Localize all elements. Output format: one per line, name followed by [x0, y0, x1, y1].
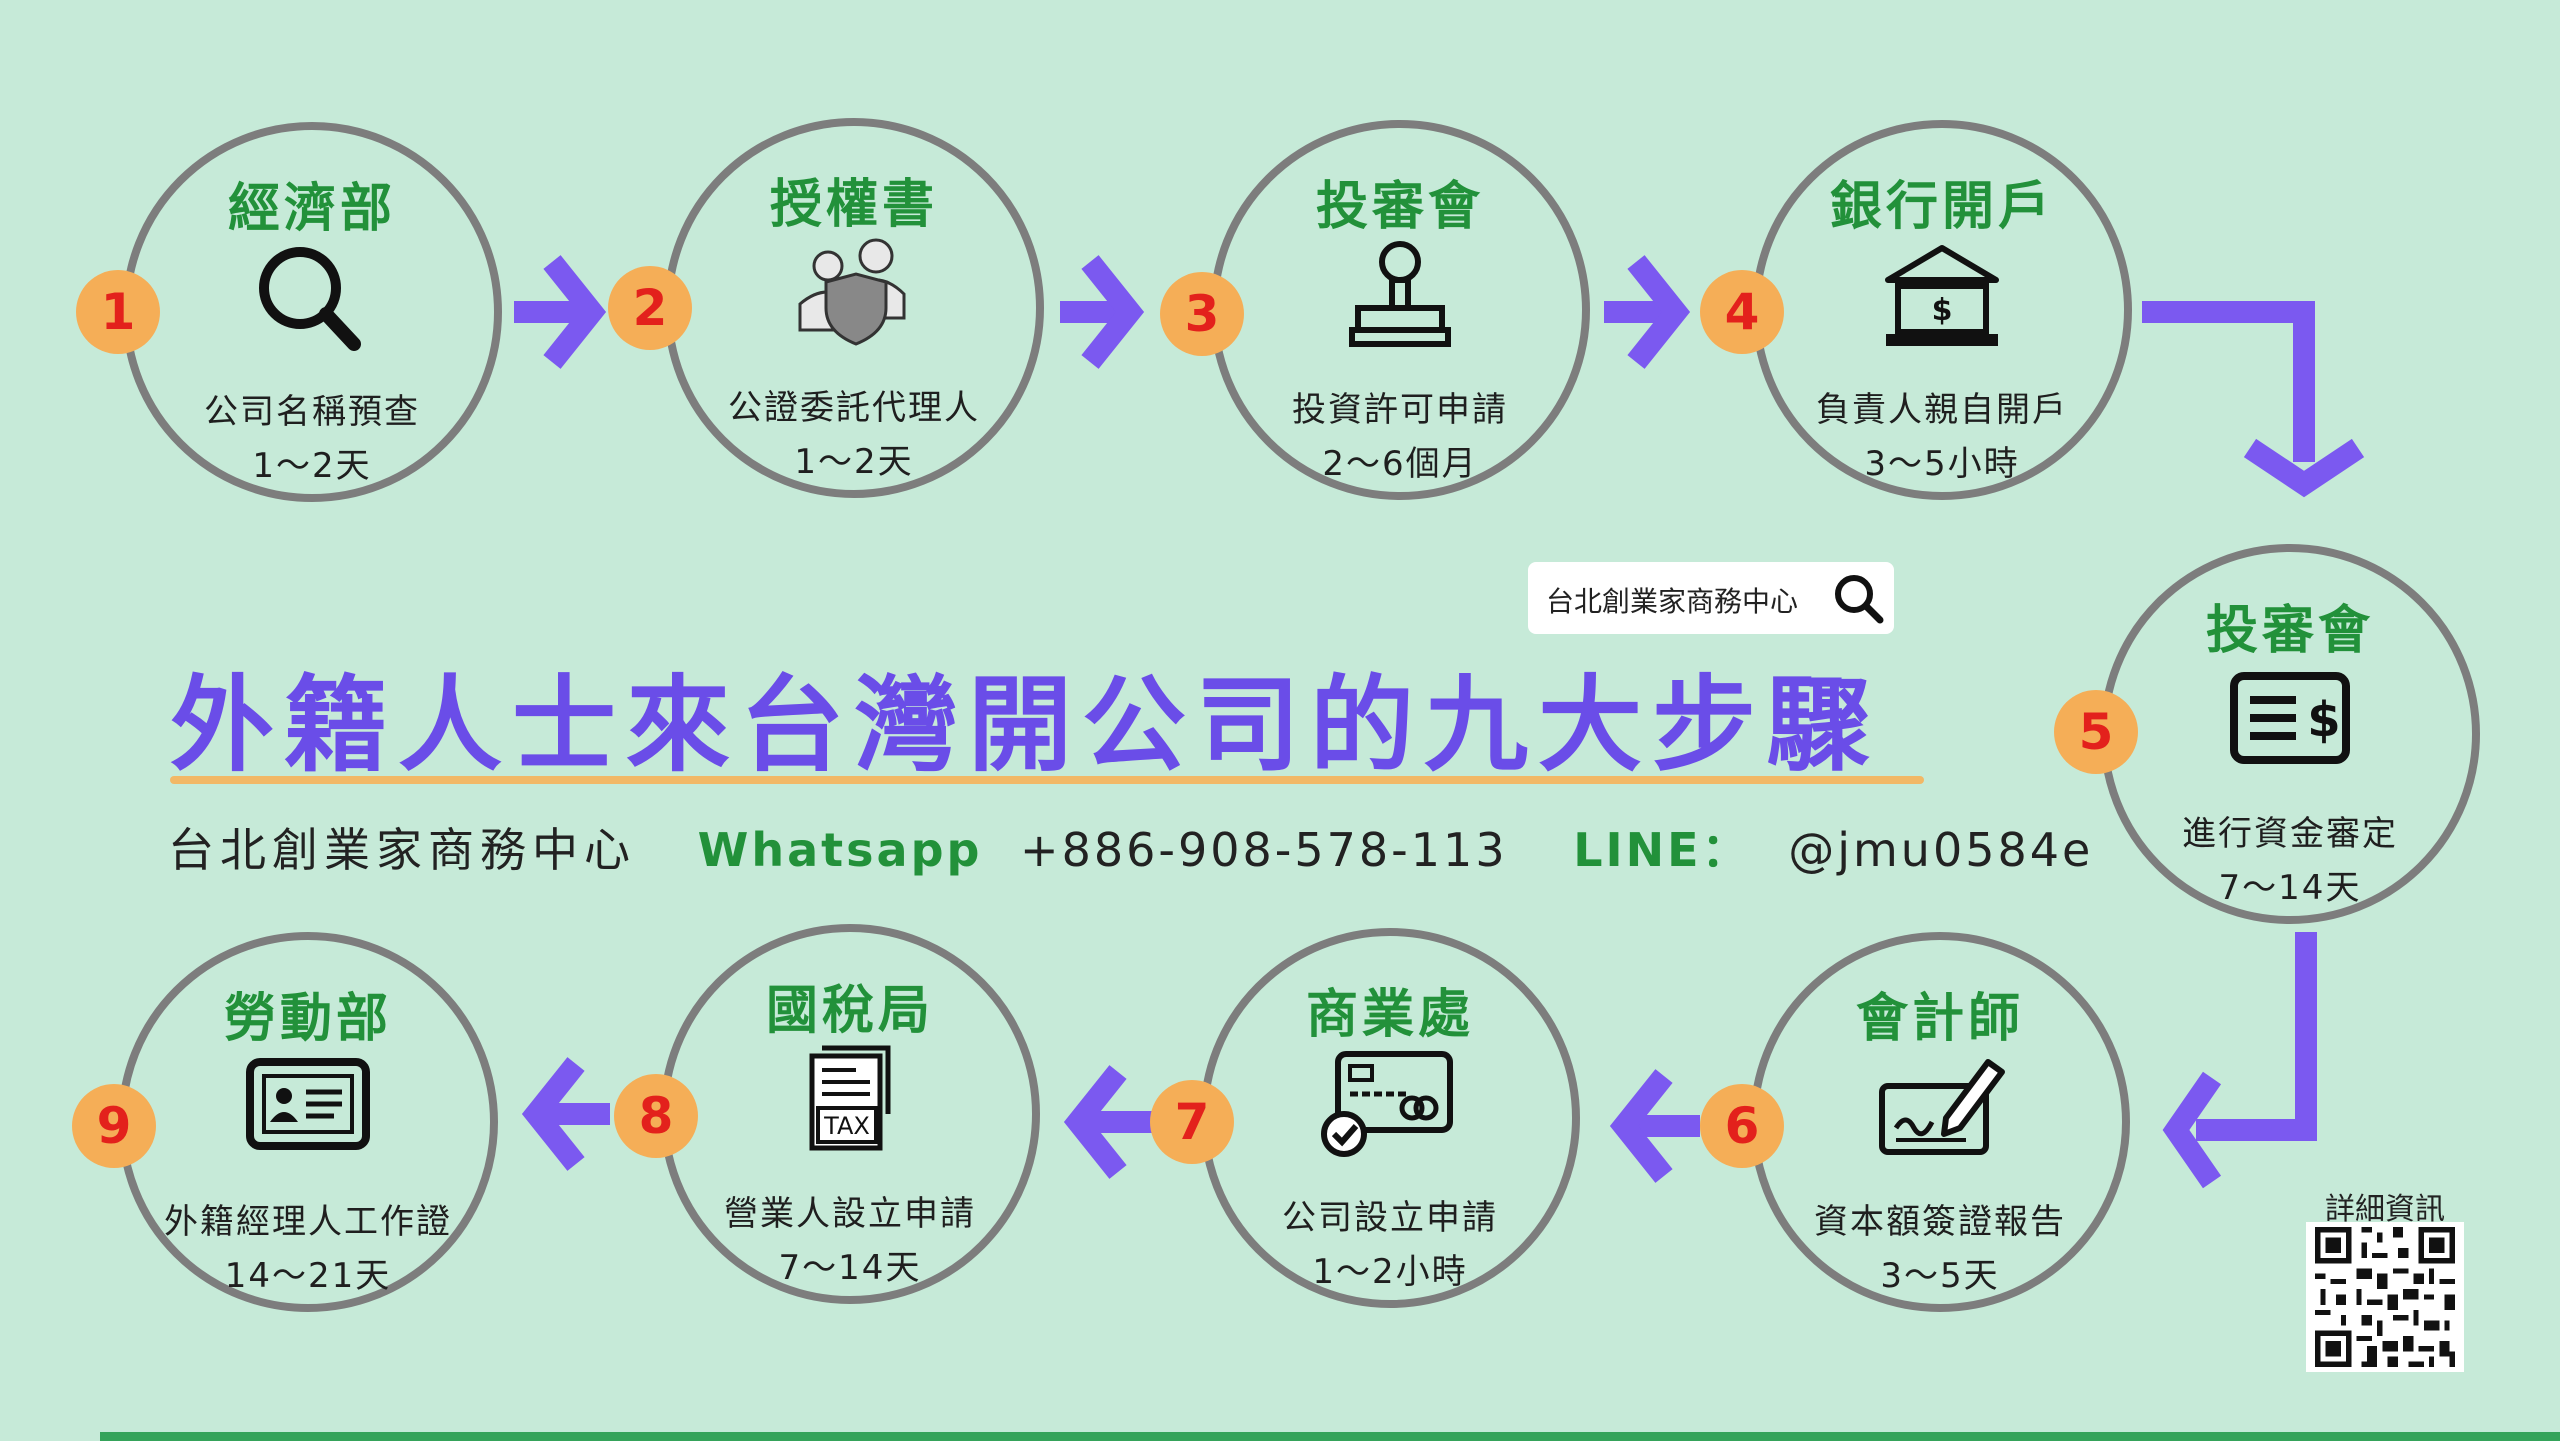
contact-line: 台北創業家商務中心 Whatsapp +886-908-578-113 LINE… — [168, 814, 2090, 877]
arrow-7-to-8 — [1063, 1065, 1152, 1179]
money-document-icon: $ — [2230, 672, 2350, 764]
step-title: 投審會 — [1315, 177, 1484, 237]
step-title: 商業處 — [1305, 985, 1474, 1045]
step-6: 會計師 資本額簽證報告 3～5天 — [1750, 932, 2130, 1312]
step-duration: 3～5小時 — [1864, 444, 2020, 484]
step-title: 投審會 — [2205, 601, 2374, 661]
arrow-4-to-5 — [2142, 301, 2365, 498]
whatsapp-number[interactable]: +886-908-578-113 — [1020, 823, 1508, 877]
step-title: 勞動部 — [223, 989, 392, 1049]
step-duration: 1～2小時 — [1312, 1252, 1468, 1292]
step-title: 會計師 — [1855, 989, 2024, 1049]
title-underline — [170, 776, 1924, 784]
step-5: 投審會 $ 進行資金審定 7～14天 — [2100, 544, 2480, 924]
step-ring — [1750, 932, 2130, 1312]
step-description: 投資許可申請 — [1292, 390, 1508, 430]
search-icon[interactable] — [1830, 570, 1886, 626]
step-description: 進行資金審定 — [2182, 814, 2398, 854]
step-description: 公司設立申請 — [1282, 1198, 1498, 1238]
page-title: 外籍人士來台灣開公司的九大步驟 — [170, 664, 1881, 786]
step-badge-1: 1 — [76, 270, 160, 354]
qr-label: 詳細資訊 — [2325, 1192, 2445, 1227]
step-description: 公證委託代理人 — [728, 388, 980, 428]
step-title: 授權書 — [769, 175, 938, 235]
step-title: 經濟部 — [227, 179, 396, 239]
arrow-5-to-6 — [2162, 932, 2317, 1189]
step-badge-2: 2 — [608, 266, 692, 350]
qr-code-icon[interactable] — [2306, 1222, 2464, 1372]
shield-people-icon — [798, 238, 906, 346]
step-duration: 7～14天 — [778, 1248, 922, 1288]
step-duration: 1～2天 — [794, 442, 914, 482]
step-badge-5: 5 — [2054, 690, 2138, 774]
company-name: 台北創業家商務中心 — [168, 823, 636, 877]
step-duration: 2～6個月 — [1322, 444, 1478, 484]
svg-text:TAX: TAX — [823, 1112, 870, 1140]
tax-document-icon: TAX — [809, 1045, 891, 1151]
step-duration: 7～14天 — [2218, 868, 2362, 908]
step-description: 負責人親自開戶 — [1816, 390, 2068, 430]
search-box[interactable]: 台北創業家商務中心 — [1528, 562, 1894, 634]
arrow-3-to-4 — [1604, 255, 1691, 369]
step-1: 經濟部 公司名稱預查 1～2天 — [122, 122, 502, 502]
search-text: 台北創業家商務中心 — [1546, 585, 1799, 618]
step-8: 國稅局 TAX 營業人設立申請 7～14天 — [660, 924, 1040, 1304]
step-title: 銀行開戶 — [1829, 177, 2054, 237]
approved-card-icon — [1321, 1051, 1453, 1157]
step-9: 勞動部 外籍經理人工作證 14～21天 — [118, 932, 498, 1312]
step-badge-9: 9 — [72, 1084, 156, 1168]
stamp-icon — [1349, 241, 1451, 347]
magnifier-icon — [259, 247, 361, 351]
step-duration: 1～2天 — [252, 446, 372, 486]
step-3: 投審會 投資許可申請 2～6個月 — [1210, 120, 1590, 500]
line-id[interactable]: @jmu0584e — [1788, 823, 2094, 877]
arrow-8-to-9 — [521, 1057, 610, 1171]
arrow-6-to-7 — [1609, 1069, 1700, 1183]
bank-icon: $ — [1885, 245, 1999, 346]
step-description: 外籍經理人工作證 — [164, 1202, 452, 1242]
signature-pen-icon — [1879, 1059, 2005, 1155]
step-badge-3: 3 — [1160, 272, 1244, 356]
bottom-bar — [100, 1432, 2560, 1441]
step-2: 授權書 公證委託代理人 1～2天 — [664, 118, 1044, 498]
id-card-icon — [246, 1058, 370, 1150]
step-title: 國稅局 — [765, 981, 934, 1041]
step-badge-8: 8 — [614, 1074, 698, 1158]
step-7: 商業處 公司設立申請 1～2小時 — [1200, 928, 1580, 1308]
whatsapp-label: Whatsapp — [697, 823, 983, 877]
svg-text:$: $ — [2307, 692, 2340, 748]
step-description: 公司名稱預查 — [204, 392, 420, 432]
step-description: 營業人設立申請 — [724, 1194, 976, 1234]
step-description: 資本額簽證報告 — [1814, 1202, 2066, 1242]
step-duration: 3～5天 — [1880, 1256, 2000, 1296]
line-label: LINE： — [1573, 823, 1751, 877]
svg-text:$: $ — [1932, 293, 1953, 328]
step-ring — [1752, 120, 2132, 500]
step-badge-6: 6 — [1700, 1084, 1784, 1168]
step-duration: 14～21天 — [224, 1256, 392, 1296]
arrow-2-to-3 — [1060, 255, 1145, 369]
step-badge-7: 7 — [1150, 1080, 1234, 1164]
step-badge-4: 4 — [1700, 270, 1784, 354]
arrow-1-to-2 — [514, 255, 607, 369]
step-4: 銀行開戶 $ 負責人親自開戶 3～5小時 — [1752, 120, 2132, 500]
